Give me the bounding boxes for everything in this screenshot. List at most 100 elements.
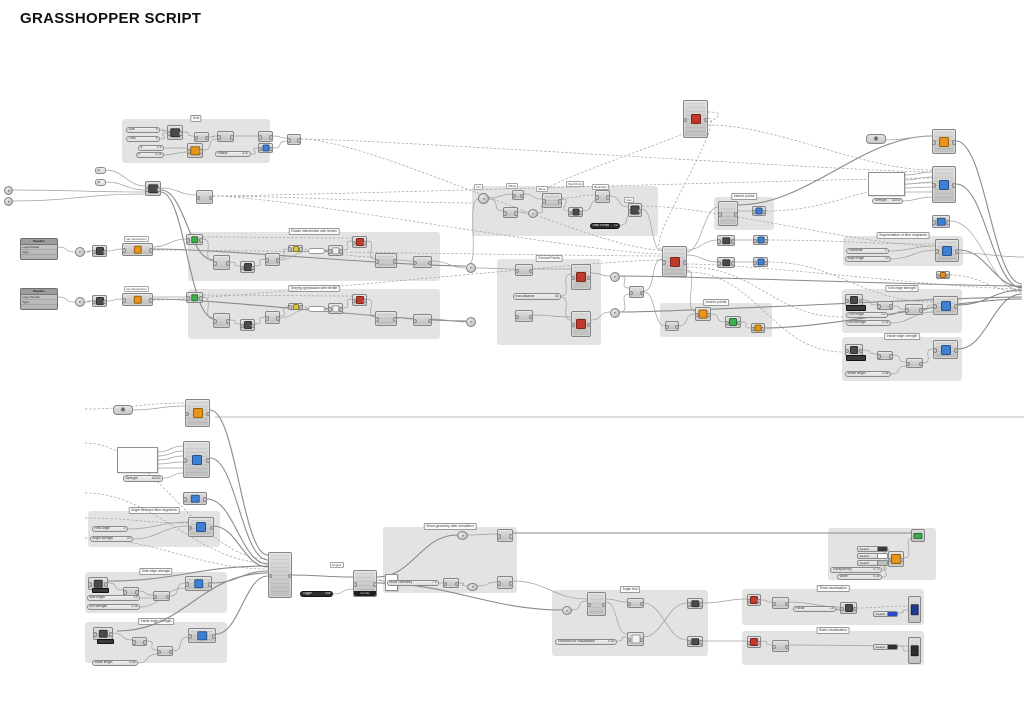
- gh-component[interactable]: [750, 323, 766, 333]
- gh-preview-component[interactable]: [908, 596, 921, 623]
- gh-boolean-toggle[interactable]: ◉: [866, 134, 886, 144]
- gh-group[interactable]: Roads intersection with terrain: [188, 228, 440, 281]
- gh-parameter-node[interactable]: [528, 209, 538, 218]
- gh-component[interactable]: [91, 245, 108, 257]
- gh-component[interactable]: [932, 340, 959, 359]
- gh-component[interactable]: [156, 646, 174, 656]
- gh-component[interactable]: [185, 234, 204, 245]
- gh-component[interactable]: [932, 296, 959, 315]
- gh-parameter-node[interactable]: [4, 197, 13, 206]
- gh-component[interactable]: [751, 206, 767, 216]
- gh-component[interactable]: [716, 235, 736, 246]
- gh-component[interactable]: [327, 245, 344, 256]
- gh-component[interactable]: [594, 190, 611, 203]
- gh-parameter-node[interactable]: [75, 297, 85, 307]
- gh-group[interactable]: Streets intersection with terrain: [188, 285, 440, 339]
- gh-component[interactable]: [844, 344, 864, 356]
- gh-component[interactable]: [514, 310, 534, 322]
- gh-component[interactable]: [724, 316, 742, 328]
- gh-component[interactable]: [664, 321, 680, 331]
- gh-component[interactable]: [193, 132, 210, 142]
- gh-component[interactable]: [186, 143, 204, 158]
- gh-component[interactable]: [212, 255, 231, 270]
- gh-component[interactable]: [351, 236, 368, 248]
- gh-component[interactable]: [351, 294, 368, 306]
- gh-component[interactable]: [716, 257, 736, 268]
- gh-component[interactable]: [121, 293, 154, 306]
- gh-dark-panel[interactable]: [846, 305, 866, 311]
- gh-dark-panel[interactable]: [92, 588, 109, 593]
- gh-dark-panel[interactable]: [846, 355, 866, 361]
- gh-component[interactable]: [412, 314, 433, 326]
- gh-panel[interactable]: [868, 172, 905, 196]
- gh-component[interactable]: [496, 529, 514, 542]
- gh-component[interactable]: [931, 215, 951, 228]
- gh-component[interactable]: [92, 627, 114, 640]
- gh-component[interactable]: [771, 640, 790, 652]
- gh-parameter-node[interactable]: [562, 606, 572, 615]
- gh-component[interactable]: [91, 295, 108, 307]
- gh-component[interactable]: [187, 628, 217, 643]
- gh-component[interactable]: [887, 551, 905, 567]
- gh-component[interactable]: [661, 246, 688, 277]
- gh-component[interactable]: [185, 292, 204, 303]
- gh-component[interactable]: [166, 125, 184, 140]
- gh-component[interactable]: [934, 239, 960, 262]
- gh-component[interactable]: [511, 190, 525, 200]
- gh-component[interactable]: [327, 303, 344, 314]
- gh-component[interactable]: [187, 517, 215, 537]
- gh-component[interactable]: [567, 207, 584, 217]
- gh-parameter-node[interactable]: [457, 531, 468, 540]
- gh-component[interactable]: [541, 193, 563, 208]
- gh-component[interactable]: [752, 257, 769, 267]
- gh-component[interactable]: [876, 301, 894, 310]
- gh-component[interactable]: [844, 294, 864, 306]
- gh-component[interactable]: [570, 311, 592, 337]
- gh-component[interactable]: [239, 319, 256, 331]
- gh-component[interactable]: [839, 602, 858, 614]
- gh-component[interactable]: [771, 597, 790, 609]
- gh-component[interactable]: [686, 636, 704, 647]
- gh-component[interactable]: [752, 235, 769, 245]
- gh-value-pill[interactable]: [308, 248, 325, 254]
- gh-dark-panel[interactable]: [97, 639, 114, 644]
- gh-component[interactable]: [628, 286, 645, 298]
- gh-component[interactable]: [216, 131, 235, 142]
- gh-component[interactable]: [267, 552, 293, 598]
- gh-component[interactable]: [905, 358, 924, 368]
- gh-component[interactable]: [694, 307, 712, 321]
- gh-component[interactable]: [264, 311, 281, 324]
- gh-swatch-row[interactable]: Swatch: [857, 560, 888, 566]
- gh-component[interactable]: [264, 253, 281, 266]
- gh-component[interactable]: [502, 207, 519, 218]
- gh-component[interactable]: [195, 190, 214, 204]
- gh-component[interactable]: [626, 598, 645, 608]
- gh-component[interactable]: [287, 245, 304, 252]
- gh-component[interactable]: [374, 311, 398, 326]
- gh-component[interactable]: [514, 264, 534, 276]
- gh-swatch-row[interactable]: Swatch: [873, 611, 898, 617]
- gh-component[interactable]: [184, 399, 211, 427]
- gh-component[interactable]: [239, 261, 256, 273]
- gh-component[interactable]: [686, 598, 704, 609]
- gh-parameter-node[interactable]: [75, 247, 85, 257]
- gh-swatch-row[interactable]: Swatch: [857, 546, 888, 552]
- gh-component[interactable]: [935, 271, 951, 279]
- gh-number-slider[interactable]: pt: [95, 179, 106, 186]
